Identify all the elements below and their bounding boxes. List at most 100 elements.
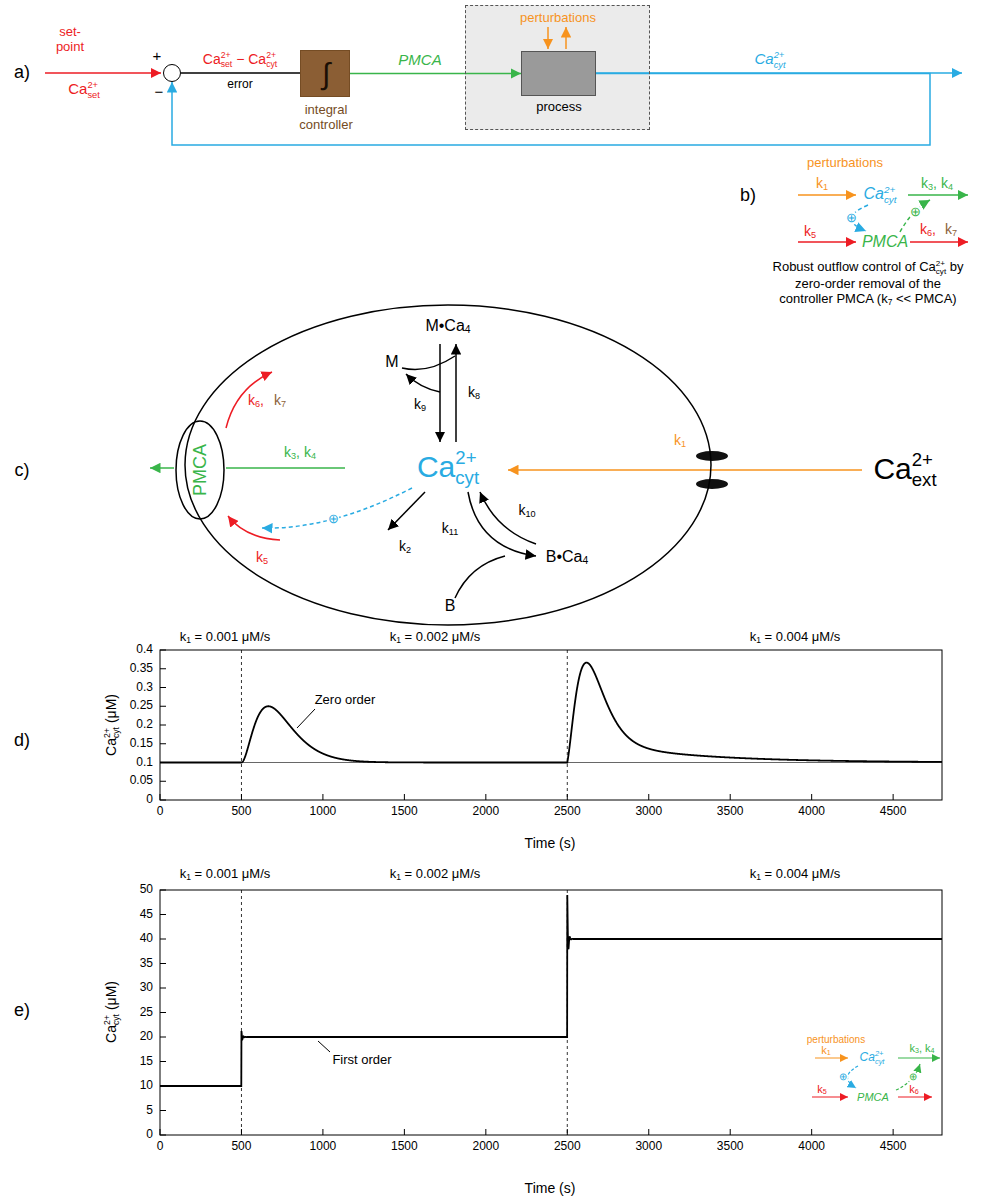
text-part: set-point (56, 24, 84, 54)
text-part: 1500 (391, 1139, 418, 1153)
text-part: 3 (291, 451, 296, 461)
rate-constant: k7 (274, 392, 286, 408)
inset-scheme (815, 1057, 848, 1058)
text-part: 4 (948, 182, 953, 192)
text-part: 1 (823, 182, 828, 192)
condition-label: k1 = 0.001 μM/s (180, 630, 271, 645)
text-part: 2000 (472, 1139, 499, 1153)
text-part: process (536, 99, 582, 114)
text-part: Ca (562, 548, 582, 565)
text-part: 2+ (87, 81, 99, 91)
text-part: ⊕ (909, 1071, 917, 1082)
rate-constant: k5 (817, 1083, 826, 1096)
panel-c-art (406, 374, 440, 392)
text-part: 45 (140, 907, 153, 921)
data-curve (160, 895, 942, 1086)
text-part: set (87, 90, 99, 100)
text-part: 8 (475, 391, 480, 401)
rate-constant: k6, (920, 221, 936, 237)
axis-label: Time (s) (525, 835, 576, 851)
text-part: k (414, 396, 421, 412)
panel-c-art (226, 372, 272, 428)
tick-mark (160, 1129, 161, 1135)
species-label: B•Ca4 (546, 548, 589, 566)
text-part: M (385, 353, 398, 370)
species-label: Ca2+cyt (860, 1050, 885, 1066)
text-part: = 0.004 μM/s (761, 866, 840, 881)
text-part: cyt (112, 727, 121, 738)
tick-label: 0 (157, 805, 164, 819)
text-part: ext (912, 470, 937, 490)
rate-constant: k1 (674, 432, 686, 448)
tick-label: 0 (157, 1140, 164, 1154)
tick-label: 45 (140, 908, 153, 922)
tick-label: 4500 (880, 805, 907, 819)
text-part: perturbations (807, 1034, 865, 1045)
node-text: ∫ (322, 57, 330, 92)
text-part: cyt (875, 1058, 885, 1066)
text-part: k (920, 221, 927, 237)
panel-label: b) (740, 185, 756, 206)
text-part: 4000 (798, 1139, 825, 1153)
text-part: Time (s) (525, 835, 576, 851)
panel-b-art (798, 241, 856, 243)
text-part: 0.3 (136, 680, 153, 694)
tick-label: 3000 (635, 1140, 662, 1154)
tick-mark (160, 650, 166, 651)
text-part: 1 (756, 635, 761, 645)
plot-frame (160, 650, 942, 800)
text-part: k (390, 866, 397, 881)
text-part: = 0.001 μM/s (191, 629, 270, 644)
text-part: 2+set (221, 51, 233, 69)
text-part: + (153, 47, 162, 64)
text-part: 2+cyt (774, 51, 786, 71)
panel-c-art (696, 479, 728, 489)
node-text: process (536, 100, 582, 115)
panel-c-art (150, 467, 174, 469)
panel-b-art (798, 194, 856, 196)
chart-annotation (297, 709, 315, 728)
text-part: k (256, 549, 263, 565)
panel-label: d) (14, 730, 30, 751)
tick-mark (160, 781, 166, 782)
text-part: 2+set (87, 81, 99, 101)
text-part: cyt (266, 60, 277, 69)
tick-mark (160, 939, 166, 940)
text-part: 1000 (310, 804, 337, 818)
text-part: k (804, 223, 811, 239)
setpoint-label: set-point (50, 25, 90, 55)
tick-mark (404, 794, 405, 800)
text-part: 5 (823, 1088, 827, 1096)
tick-label: 10 (140, 1079, 153, 1093)
rate-constant: k11 (442, 520, 458, 536)
setpoint-symbol: Ca2+set (68, 80, 100, 100)
text-part: , (932, 221, 936, 237)
inset-scheme (898, 1096, 932, 1097)
rate-constant: k3, k4 (909, 1042, 934, 1055)
text-part: 5 (811, 230, 816, 240)
species-label: M (385, 353, 398, 371)
tick-mark (160, 687, 166, 688)
summing-junction: +− (163, 64, 181, 82)
condition-label: k1 = 0.004 μM/s (750, 630, 841, 645)
tick-mark (485, 1129, 486, 1135)
species-label: B (445, 597, 456, 615)
time-course-chart (160, 650, 942, 800)
panel-label: a) (14, 62, 30, 83)
text-part: 3 (915, 1047, 919, 1055)
text-part: cyt (112, 1014, 121, 1025)
text-part: 1 (186, 872, 191, 882)
text-part: 4 (582, 555, 588, 566)
text-part: Ca (248, 51, 266, 67)
text-part: 0 (146, 792, 153, 806)
text-part: k (442, 520, 449, 536)
text-part: = 0.002 μM/s (401, 866, 480, 881)
text-part: 2+ext (912, 450, 937, 489)
text-part: 0.15 (130, 736, 153, 750)
tick-label: 0 (146, 1128, 153, 1142)
text-part: 2+ (266, 51, 277, 60)
tick-mark (811, 794, 812, 800)
text-part: 2 (406, 545, 411, 555)
text-part: 1000 (310, 1139, 337, 1153)
text-part: integral controller (299, 102, 352, 132)
